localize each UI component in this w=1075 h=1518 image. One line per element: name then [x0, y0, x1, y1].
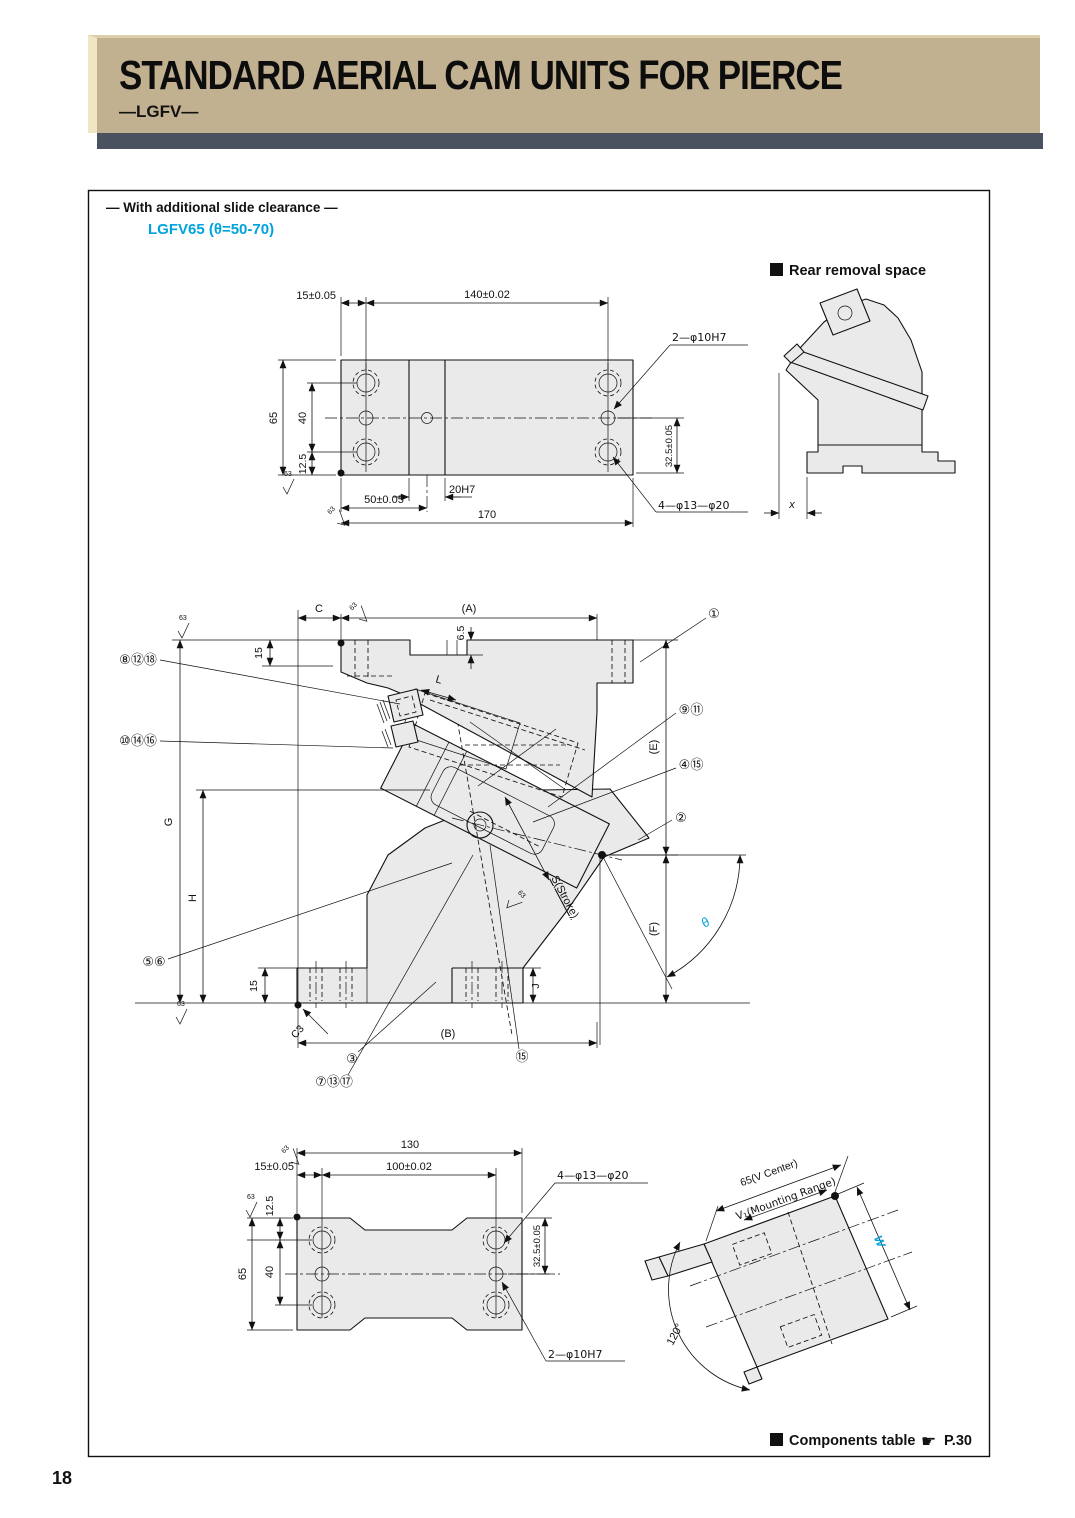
- surface-finish-mark: 63: [506, 889, 527, 909]
- svg-text:63: 63: [284, 471, 292, 478]
- callout-7-13-17: ⑦⑬⑰: [315, 1075, 353, 1090]
- rear-driver-block: [819, 288, 871, 336]
- dim-6-5: 6.5: [455, 626, 467, 641]
- dim-50: 50±0.05: [364, 494, 404, 506]
- callout-10-14-16: ⑩⑭⑯: [119, 734, 157, 749]
- dim-32-5: 32.5±0.05: [664, 425, 675, 467]
- dim-130: 130: [401, 1139, 419, 1151]
- base-bolt-holes: [309, 961, 509, 1008]
- dim-f: (F): [648, 922, 660, 936]
- dim-15: 15±0.05: [296, 290, 336, 302]
- pointing-hand-icon: ☛: [921, 1432, 936, 1452]
- svg-text:63: 63: [247, 1194, 255, 1201]
- callout-5-6: ⑤⑥: [142, 955, 165, 970]
- callout-15: ⑮: [515, 1050, 528, 1065]
- dim-65: 65: [237, 1268, 249, 1280]
- dim-c: C: [315, 603, 323, 615]
- surface-finish-mark: 63: [282, 471, 295, 495]
- dim-15-bottom: 15: [248, 980, 260, 992]
- components-page-ref: P.30: [944, 1433, 972, 1449]
- title-underline-bar: [97, 133, 1043, 149]
- series-subtitle: —LGFV—: [119, 102, 199, 121]
- components-table-note: Components table ☛ P.30: [770, 1432, 972, 1452]
- title-banner: STANDARD AERIAL CAM UNITS FOR PIERCE —LG…: [88, 35, 1040, 133]
- callout-2: ②: [675, 811, 687, 826]
- callout-3: ③: [346, 1052, 358, 1067]
- dim-g: G: [163, 818, 175, 827]
- model-code: LGFV65 (θ=50-70): [148, 221, 274, 238]
- dim-x: x: [788, 499, 795, 511]
- surface-finish-mark: 63: [280, 1144, 300, 1165]
- dim-32-5: 32.5±0.05: [532, 1225, 543, 1267]
- surface-finish-mark: 63: [245, 1194, 258, 1218]
- assembly-section-view: L C (A) 6.5 15 G H 15: [119, 601, 750, 1090]
- surface-finish-mark: 63: [326, 505, 346, 526]
- surface-finish-mark: 63: [177, 615, 190, 639]
- dim-140: 140±0.02: [464, 289, 510, 301]
- bottom-plate-outline: [296, 1217, 523, 1331]
- part-callouts: ⑧⑫⑱ ⑩⑭⑯ ① ⑨⑪ ④⑮ ② ⑤⑥ ③ ⑦⑬⑰ ⑮: [119, 607, 720, 1090]
- svg-text:63: 63: [348, 601, 359, 612]
- surface-finish-mark: 63: [348, 601, 368, 622]
- clamp-blocks: [376, 688, 424, 748]
- clearance-note: — With additional slide clearance —: [106, 200, 338, 215]
- dim-20h7: 20H7: [449, 484, 475, 496]
- callout-8-12-18: ⑧⑫⑱: [119, 653, 157, 668]
- svg-text:63: 63: [179, 615, 187, 622]
- svg-text:63: 63: [177, 1001, 185, 1008]
- components-table-label: Components table: [789, 1433, 915, 1449]
- page-title: STANDARD AERIAL CAM UNITS FOR PIERCE: [119, 52, 843, 98]
- rear-base: [806, 444, 956, 474]
- svg-text:63: 63: [280, 1144, 291, 1155]
- callout-1: ①: [708, 607, 720, 622]
- dowel-and-bolt-holes: [352, 363, 622, 472]
- bolt-hole-label: 4—φ13—φ20: [557, 1169, 629, 1182]
- dim-15-top: 15: [253, 647, 265, 659]
- dim-h: H: [187, 894, 199, 902]
- bolt-hole-label: 4—φ13—φ20: [658, 499, 730, 512]
- dim-12-5: 12.5: [264, 1196, 276, 1217]
- pin-hole-label: 2—φ10H7: [672, 331, 727, 344]
- dim-65: 65: [268, 412, 280, 424]
- section-square-bullet: [770, 1433, 783, 1446]
- dim-e: (E): [648, 740, 660, 755]
- dim-b: (B): [441, 1028, 456, 1040]
- surface-finish-mark: 63: [175, 1001, 188, 1025]
- pin-hole-label: 2—φ10H7: [548, 1348, 603, 1361]
- top-plate-view: 15±0.05 140±0.02 65 40 12.5 50±0.05 20H7…: [268, 289, 748, 527]
- dim-15: 15±0.05: [254, 1161, 294, 1173]
- dim-l: L: [434, 674, 443, 687]
- dim-170: 170: [478, 509, 496, 521]
- dim-40: 40: [297, 412, 309, 424]
- dim-40: 40: [264, 1266, 276, 1278]
- bottom-plate-view: 130 15±0.05 100±0.02 12.5 40 65 32.5±0.0…: [237, 1139, 648, 1362]
- dim-a: (A): [462, 603, 477, 615]
- dim-j: J: [530, 983, 542, 988]
- rear-removal-view: Rear removal space x: [764, 263, 956, 519]
- callout-4-15: ④⑮: [679, 758, 704, 773]
- section-square-bullet: [770, 263, 783, 276]
- rear-removal-heading: Rear removal space: [789, 263, 926, 279]
- callout-9-11: ⑨⑪: [679, 703, 704, 718]
- svg-text:63: 63: [326, 505, 337, 516]
- dim-12-5: 12.5: [297, 454, 309, 475]
- page-number: 18: [52, 1468, 73, 1488]
- top-plate-outline: [340, 359, 634, 476]
- dim-100: 100±0.02: [386, 1161, 432, 1173]
- svg-text:63: 63: [516, 889, 527, 900]
